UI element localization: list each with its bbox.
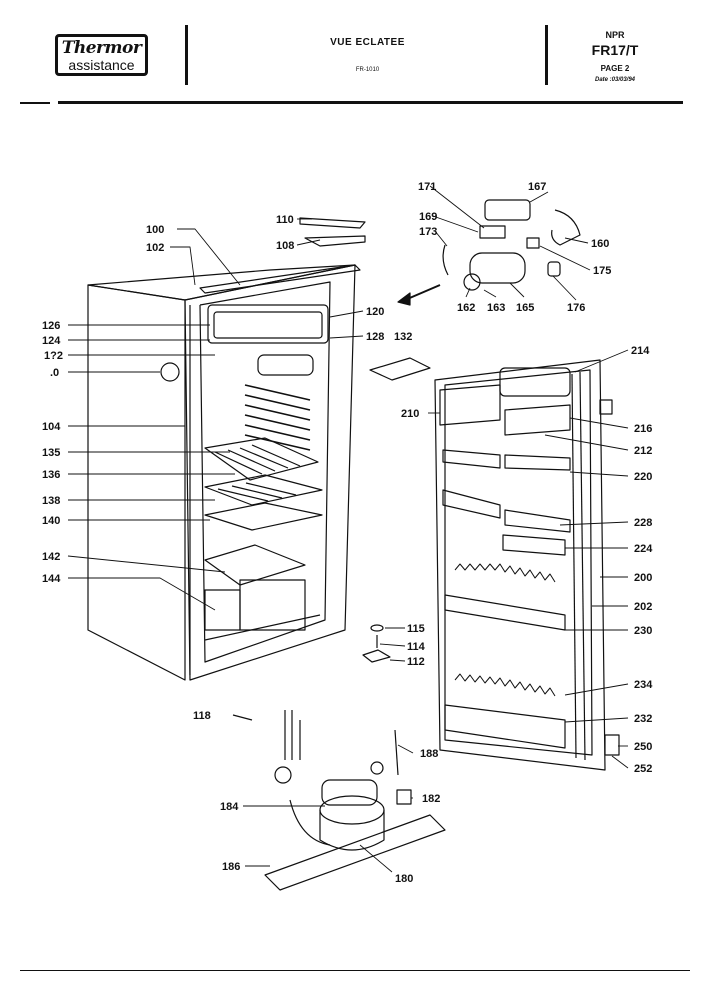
cabinet-drawing	[87, 264, 361, 681]
part-label: 200	[634, 572, 652, 584]
part-label: 230	[634, 625, 652, 637]
part-label: 112	[407, 656, 425, 668]
header-divider	[185, 25, 188, 85]
part-label: 212	[634, 445, 652, 457]
part-label: 228	[634, 517, 652, 529]
page-number: PAGE 2	[600, 64, 630, 73]
part-label: 176	[567, 302, 585, 314]
part-label: 175	[593, 265, 611, 277]
part-label: 120	[366, 306, 384, 318]
part-label: 186	[222, 861, 240, 873]
header-rule-stub	[20, 102, 50, 104]
part-label: 171	[418, 181, 436, 193]
part-label: 220	[634, 471, 652, 483]
part-label: 202	[634, 601, 652, 613]
part-label: 108	[276, 240, 294, 252]
leader-lines	[67, 185, 629, 873]
part-label: 138	[42, 495, 60, 507]
header-rule	[58, 101, 683, 104]
part-label: 184	[220, 801, 239, 813]
part-label: 163	[487, 302, 505, 314]
part-label: 104	[42, 421, 61, 433]
compressor-drawing	[264, 710, 446, 891]
part-labels: 100 102 104 108 110 112 114 115 118 120 …	[42, 181, 653, 885]
part-label: .0	[50, 367, 59, 379]
page-title: VUE ECLATEE	[330, 37, 405, 48]
header-divider	[545, 25, 548, 85]
part-label: 252	[634, 763, 652, 775]
part-label: 234	[634, 679, 653, 691]
part-label: 140	[42, 515, 60, 527]
part-label: 132	[394, 331, 412, 343]
part-label: 115	[407, 623, 425, 635]
part-label: 128	[366, 331, 384, 343]
part-label: 102	[146, 242, 164, 254]
part-label: 214	[631, 345, 650, 357]
door-drawing	[434, 359, 620, 771]
npr-label: NPR	[605, 30, 625, 40]
part-label: 1?2	[44, 350, 63, 362]
part-label: 118	[193, 710, 211, 722]
part-label: 167	[528, 181, 546, 193]
part-label: 100	[146, 224, 164, 236]
part-label: 135	[42, 447, 60, 459]
part-label: 136	[42, 469, 60, 481]
part-label: 169	[419, 211, 437, 223]
part-label: 165	[516, 302, 534, 314]
part-label: 224	[634, 543, 653, 555]
part-label: 144	[42, 573, 61, 585]
inset-parts-drawing	[232, 199, 581, 721]
part-label: 250	[634, 741, 652, 753]
part-label: 173	[419, 226, 437, 238]
document-date: Date :03/03/94	[594, 77, 636, 83]
part-label: 114	[407, 641, 426, 653]
part-label: 216	[634, 423, 652, 435]
part-label: 232	[634, 713, 652, 725]
thermor-assistance-logo: Thermor assistance	[55, 34, 148, 76]
footer-rule	[20, 970, 690, 971]
part-label: 142	[42, 551, 60, 563]
part-label: 110	[276, 214, 294, 226]
part-label: 162	[457, 302, 475, 314]
logo-brand: Thermor	[61, 38, 142, 58]
model-number: FR17/T	[591, 42, 639, 58]
part-label: 126	[42, 320, 60, 332]
part-label: 188	[420, 748, 438, 760]
part-label: 180	[395, 873, 413, 885]
logo-subtitle: assistance	[68, 57, 135, 73]
part-label: 160	[591, 238, 609, 250]
part-label: 182	[422, 793, 440, 805]
part-label: 210	[401, 408, 419, 420]
document-reference: FR-1010	[355, 67, 380, 73]
part-label: 124	[42, 335, 61, 347]
